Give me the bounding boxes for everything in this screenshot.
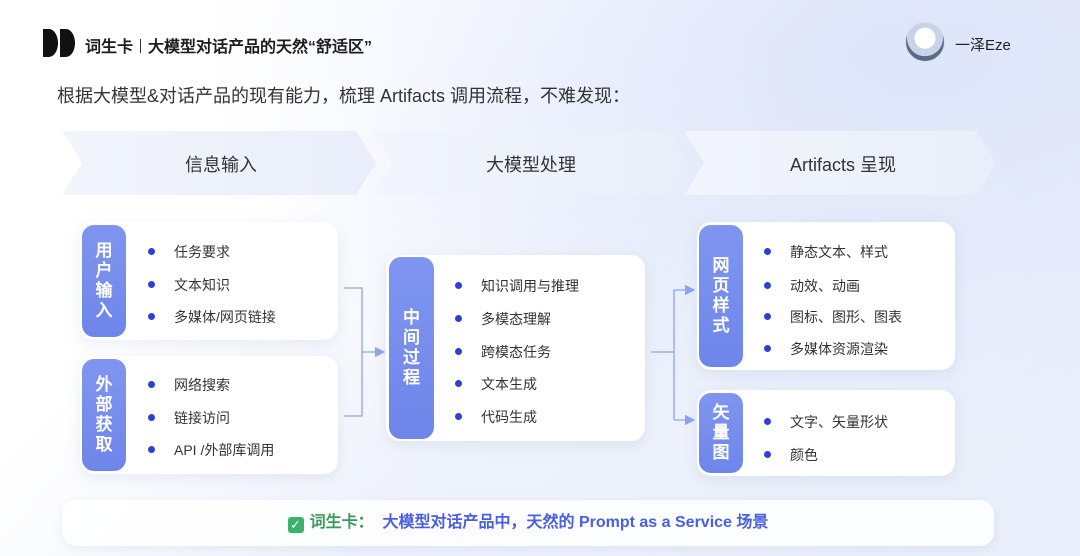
stage-process: 大模型处理: [372, 131, 690, 195]
external-input-pill: 外部获取: [82, 359, 126, 471]
brand-subtitle: 大模型对话产品的天然“舒适区”: [148, 39, 373, 56]
stage-chevron-2: [372, 131, 688, 195]
stage-process-label: 大模型处理: [486, 155, 576, 175]
list-item: 图标、图形、图表: [764, 309, 902, 325]
list-item: 代码生成: [455, 409, 537, 425]
user-input-pill: 用户输入: [82, 225, 126, 337]
list-item: 多模态理解: [455, 311, 551, 327]
stage-input-label: 信息输入: [185, 155, 257, 175]
list-item: 动效、动画: [764, 278, 860, 294]
stage-output-label: Artifacts 呈现: [789, 155, 896, 175]
list-item: API /外部库调用: [147, 442, 275, 458]
process-pill: 中间过程: [389, 257, 434, 439]
stage-chevron-3: [684, 131, 996, 195]
web-output-label: 网页样式: [712, 256, 730, 335]
list-item: 知识调用与推理: [455, 278, 579, 294]
process-label: 中间过程: [403, 308, 420, 387]
list-item: 多媒体/网页链接: [148, 309, 276, 325]
footer-banner: ✓ 词生卡： 大模型对话产品中，天然的 Prompt as a Service 场…: [62, 500, 994, 546]
footer-text: 大模型对话产品中，天然的 Prompt as a Service 场景: [382, 514, 769, 531]
stage-output: Artifacts 呈现: [684, 131, 1002, 195]
list-item: 任务要求: [148, 244, 230, 260]
list-item: 文本生成: [455, 376, 537, 392]
list-item: 跨模态任务: [455, 344, 551, 360]
list-item: 网络搜索: [148, 377, 230, 393]
input-bracket: [344, 287, 363, 417]
avatar[interactable]: [905, 22, 945, 62]
list-item: 链接访问: [148, 410, 230, 426]
brand-name: 词生卡: [85, 39, 134, 56]
footer-tag: 词生卡：: [309, 514, 374, 531]
user-input-label: 用户输入: [95, 241, 113, 320]
list-item: 文本知识: [148, 277, 230, 293]
list-item: 颜色: [764, 447, 818, 463]
list-item: 多媒体资源渲染: [764, 341, 888, 357]
web-output-pill: 网页样式: [699, 225, 743, 367]
brand-title: 词生卡大模型对话产品的天然“舒适区”: [85, 33, 372, 57]
list-item: 文字、矢量形状: [764, 414, 888, 430]
vector-output-pill: 矢量图: [699, 393, 743, 473]
checkmark-icon: ✓: [287, 517, 304, 533]
vector-output-label: 矢量图: [712, 403, 730, 462]
author-name[interactable]: 一泽Eze: [955, 37, 1011, 54]
logo-icon: [43, 29, 75, 57]
stage-input: 信息输入: [62, 131, 380, 195]
brand-divider: [140, 39, 142, 53]
stage-chevron-1: [62, 131, 376, 195]
intro-text: 根据大模型&对话产品的现有能力，梳理 Artifacts 调用流程，不难发现：: [57, 86, 631, 106]
list-item: 静态文本、样式: [764, 244, 888, 260]
external-input-label: 外部获取: [95, 375, 113, 454]
